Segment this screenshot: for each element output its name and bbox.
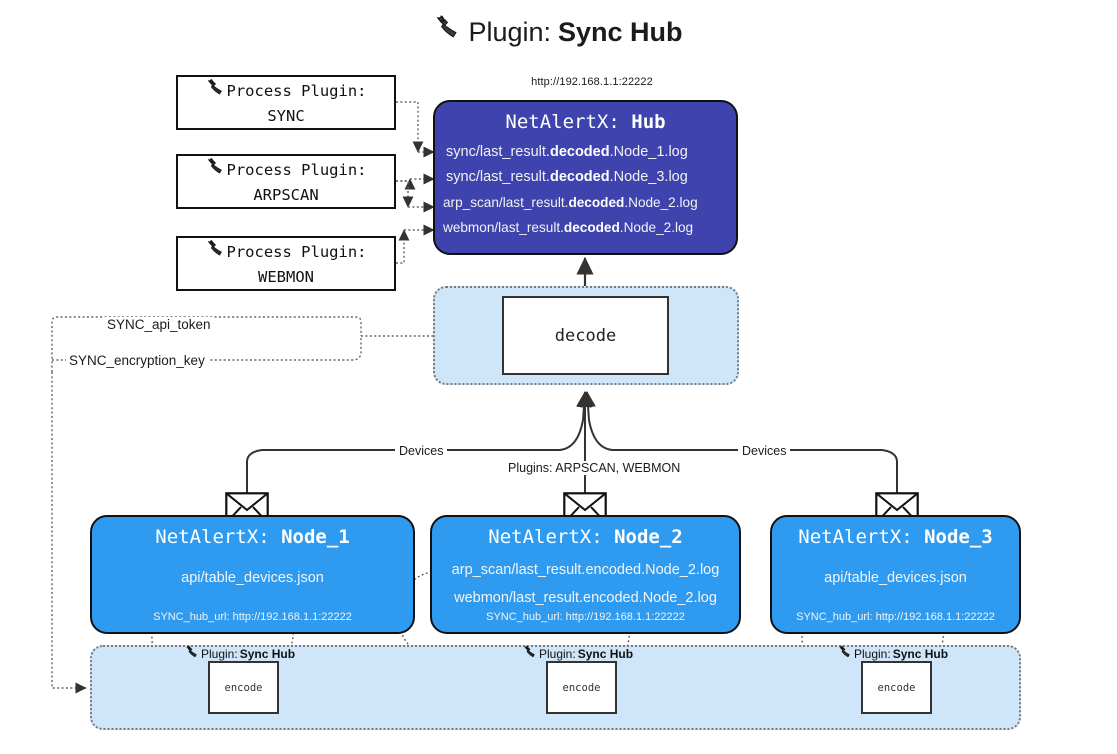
process-plugin-label: Process Plugin: (226, 160, 367, 179)
hub-log-1: sync/last_result.decoded.Node_1.log (435, 140, 736, 165)
hub-log-3-em: decoded (568, 195, 625, 210)
process-plugin-webmon[interactable]: Process Plugin: WEBMON (176, 236, 396, 291)
hub-log-4-em: decoded (563, 220, 620, 235)
hub-log-2-pre: sync/last_result. (446, 169, 550, 185)
node-title-name: Node_3 (924, 526, 993, 548)
node-title-prefix: NetAlertX: (798, 526, 913, 548)
hub-log-3-post: .Node_2.log (624, 195, 698, 210)
process-plugin-name: ARPSCAN (253, 185, 319, 204)
node-title-name: Node_2 (614, 526, 683, 548)
process-plugin-arpscan[interactable]: Process Plugin: ARPSCAN (176, 154, 396, 209)
encode-plugin-prefix: Plugin: (854, 646, 891, 661)
sync-api-token-label: SYNC_api_token (104, 317, 214, 332)
node-hub-url: SYNC_hub_url: http://192.168.1.1:22222 (432, 611, 739, 623)
node-title-prefix: NetAlertX: (155, 526, 270, 548)
plug-icon (206, 239, 225, 265)
page-title-prefix: Plugin: (468, 16, 552, 47)
encode-plugin-name: Sync Hub (892, 646, 949, 661)
hub-log-2: sync/last_result.decoded.Node_3.log (435, 165, 736, 190)
process-plugin-name: WEBMON (258, 267, 314, 286)
hub-log-4-post: .Node_2.log (619, 220, 694, 235)
edge-label-devices-right: Devices (738, 444, 791, 458)
node-title-name: Node_1 (281, 526, 350, 548)
process-plugin-label: Process Plugin: (226, 242, 367, 261)
node-hub-url-label: SYNC_hub_url: (796, 611, 873, 623)
decode-box[interactable]: decode (502, 296, 669, 375)
node-line: webmon/last_result.encoded.Node_2.log (454, 590, 717, 606)
encode-plugin-label-2: Plugin: Sync Hub (523, 645, 633, 662)
sync-encryption-key-label: SYNC_encryption_key (66, 353, 208, 368)
node-box-node-3[interactable]: NetAlertX: Node_3 api/table_devices.json… (770, 515, 1021, 634)
hub-box[interactable]: NetAlertX: Hub sync/last_result.decoded.… (433, 100, 738, 255)
page-title-name: Sync Hub (558, 16, 683, 47)
encode-box-1[interactable]: encode (208, 661, 279, 714)
node-line: api/table_devices.json (181, 570, 324, 586)
hub-log-1-pre: sync/last_result. (446, 144, 550, 160)
hub-url-label: http://192.168.1.1:22222 (531, 76, 653, 88)
hub-log-2-em: decoded (549, 169, 610, 185)
hub-title: NetAlertX: Hub (435, 111, 736, 133)
encode-plugin-name: Sync Hub (577, 646, 634, 661)
hub-log-2-post: .Node_3.log (609, 169, 688, 185)
process-plugin-label: Process Plugin: (226, 81, 367, 100)
node-line: api/table_devices.json (824, 570, 967, 586)
node-hub-url-label: SYNC_hub_url: (153, 611, 230, 623)
hub-log-3-pre: arp_scan/last_result. (443, 195, 569, 210)
hub-log-1-post: .Node_1.log (609, 144, 688, 160)
node-hub-url-value: http://192.168.1.1:22222 (565, 611, 685, 623)
encode-plugin-prefix: Plugin: (539, 646, 576, 661)
node-hub-url-value: http://192.168.1.1:22222 (875, 611, 995, 623)
encode-plugin-label-1: Plugin: Sync Hub (185, 645, 295, 662)
hub-log-4-pre: webmon/last_result. (443, 220, 564, 235)
hub-log-4: webmon/last_result.decoded.Node_2.log (435, 215, 736, 240)
plug-icon (838, 645, 852, 662)
node-title-prefix: NetAlertX: (488, 526, 603, 548)
page-title: Plugin: Sync Hub (0, 14, 1117, 49)
node-title: NetAlertX: Node_3 (772, 526, 1019, 548)
node-title: NetAlertX: Node_2 (432, 526, 739, 548)
plug-icon (206, 78, 225, 104)
node-hub-url: SYNC_hub_url: http://192.168.1.1:22222 (772, 611, 1019, 623)
hub-log-1-em: decoded (549, 144, 610, 160)
node-box-node-1[interactable]: NetAlertX: Node_1 api/table_devices.json… (90, 515, 415, 634)
node-line: arp_scan/last_result.encoded.Node_2.log (451, 562, 720, 578)
node-box-node-2[interactable]: NetAlertX: Node_2 arp_scan/last_result.e… (430, 515, 741, 634)
encode-plugin-label-3: Plugin: Sync Hub (838, 645, 948, 662)
hub-title-prefix: NetAlertX: (505, 111, 620, 133)
encode-box-3[interactable]: encode (861, 661, 932, 714)
process-plugin-sync[interactable]: Process Plugin: SYNC (176, 75, 396, 130)
encode-plugin-prefix: Plugin: (201, 646, 238, 661)
node-hub-url-label: SYNC_hub_url: (486, 611, 563, 623)
edge-label-plugins: Plugins: ARPSCAN, WEBMON (504, 461, 685, 475)
node-hub-url: SYNC_hub_url: http://192.168.1.1:22222 (92, 611, 413, 623)
plug-icon (206, 157, 225, 183)
plug-icon (185, 645, 199, 662)
edge-label-devices-left: Devices (395, 444, 448, 458)
node-title: NetAlertX: Node_1 (92, 526, 413, 548)
process-plugin-name: SYNC (267, 106, 305, 125)
plug-icon (434, 14, 461, 49)
node-hub-url-value: http://192.168.1.1:22222 (232, 611, 352, 623)
encode-box-2[interactable]: encode (546, 661, 617, 714)
plug-icon (523, 645, 537, 662)
hub-log-3: arp_scan/last_result.decoded.Node_2.log (435, 190, 736, 215)
hub-title-name: Hub (631, 111, 666, 133)
encode-plugin-name: Sync Hub (239, 646, 296, 661)
